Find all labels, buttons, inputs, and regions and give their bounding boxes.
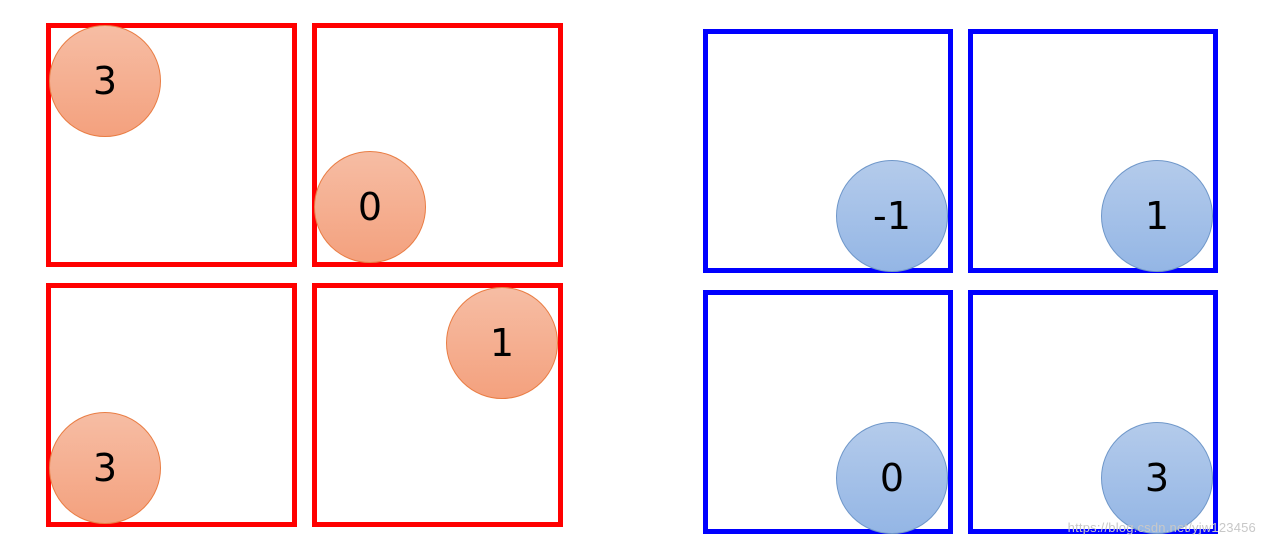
red-box-top-right — [312, 23, 563, 267]
blue-circle-top-right: 1 — [1101, 160, 1213, 272]
orange-circle-top-right: 0 — [314, 151, 426, 263]
orange-circle-bottom-right: 1 — [446, 287, 558, 399]
red-box-bottom-left — [46, 283, 297, 527]
blue-box-bottom-left — [703, 290, 953, 534]
orange-circle-bottom-left: 3 — [49, 412, 161, 524]
red-box-top-left — [46, 23, 297, 267]
blue-box-top-left — [703, 29, 953, 273]
blue-circle-top-left: -1 — [836, 160, 948, 272]
blue-box-bottom-right — [968, 290, 1218, 534]
orange-circle-top-left: 3 — [49, 25, 161, 137]
blue-circle-bottom-left: 0 — [836, 422, 948, 534]
watermark-text: https://blog.csdn.net/yjw123456 — [1067, 520, 1256, 535]
blue-box-top-right — [968, 29, 1218, 273]
blue-circle-bottom-right: 3 — [1101, 422, 1213, 534]
red-box-bottom-right — [312, 283, 563, 527]
